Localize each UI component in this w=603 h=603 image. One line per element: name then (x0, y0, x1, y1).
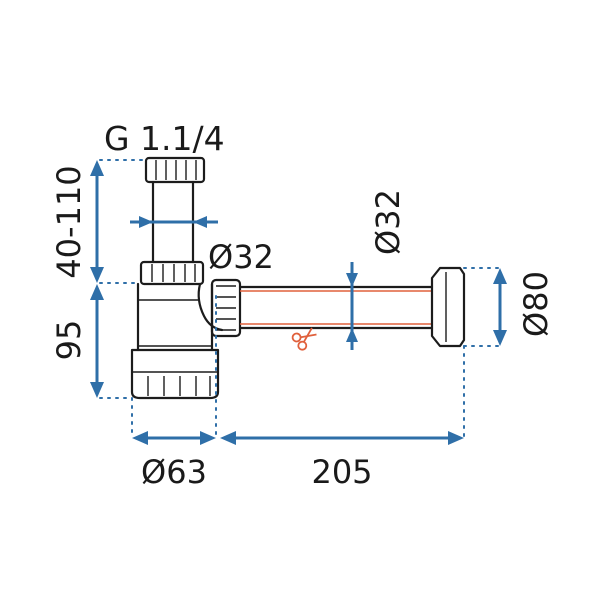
pipe-dia-label: Ø32 (369, 189, 407, 255)
dimension-pipe-dia (346, 262, 358, 350)
height-adjust-label: 40-110 (50, 165, 88, 278)
siphon-outline (130, 156, 466, 400)
middle-nut (139, 260, 205, 286)
dimension-tailpiece-dia (130, 216, 218, 228)
wall-rosette (430, 266, 466, 348)
dimension-length (220, 431, 464, 445)
body-height-label: 95 (50, 320, 88, 361)
length-label: 205 (311, 453, 372, 491)
tailpiece-dia-label: Ø32 (208, 238, 274, 276)
side-outlet (197, 278, 242, 338)
extension-lines (99, 159, 501, 439)
rosette-dia-label: Ø80 (517, 271, 555, 337)
dimension-height-adjust (90, 160, 104, 283)
bottom-cap (130, 348, 220, 400)
thread-label: G 1.1/4 (104, 119, 225, 158)
top-nut (144, 156, 206, 184)
dimension-body-dia (132, 431, 216, 445)
bottle-body (136, 282, 214, 352)
dimension-body-height (90, 284, 104, 398)
scissors-icon (291, 327, 317, 351)
body-dia-label: Ø63 (141, 453, 207, 491)
dimension-rosette-dia (493, 268, 507, 346)
horizontal-pipe (238, 285, 434, 330)
